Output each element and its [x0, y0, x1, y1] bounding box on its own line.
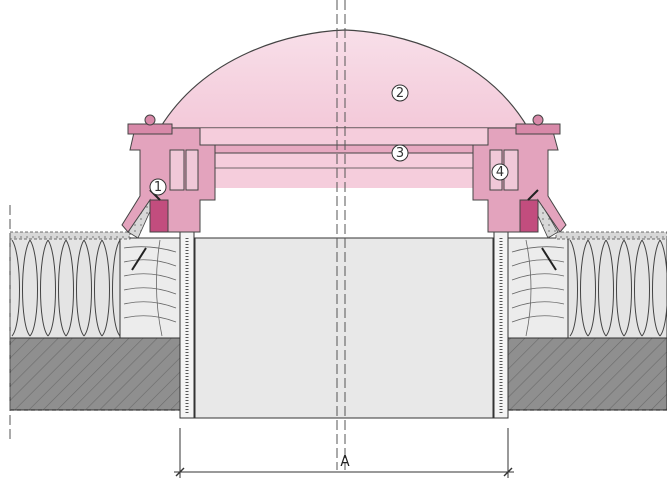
acrylic-dome	[158, 29, 530, 129]
left-frame-chamber-2	[169, 149, 185, 191]
left-concrete-slab	[9, 337, 181, 411]
right-fixing-screw	[532, 114, 544, 126]
left-insulation-waves	[11, 239, 121, 337]
dimension-label: A	[340, 452, 350, 470]
callout-1-circle	[149, 178, 167, 196]
callout-1: 1	[149, 178, 167, 196]
right-frame-chamber-1	[519, 199, 539, 233]
right-insulation-waves	[569, 239, 667, 337]
right-timber-grain	[511, 239, 565, 337]
right-clamp-cap	[515, 123, 561, 135]
callout-2-circle	[391, 84, 409, 102]
callout-2-label: 2	[396, 86, 404, 101]
dimension-a	[174, 428, 514, 478]
dim-tick-left	[175, 467, 185, 477]
left-roof-membrane	[9, 231, 131, 240]
left-insulation	[9, 237, 121, 339]
callout-4-label: 4	[496, 165, 504, 180]
callout-1-label: 1	[154, 180, 162, 195]
left-timber-grain	[123, 239, 177, 337]
right-roof-buildup	[494, 197, 667, 411]
left-fixing-screw	[144, 114, 156, 126]
right-frame	[472, 114, 567, 271]
right-anchor	[527, 189, 539, 201]
left-roof-buildup	[9, 197, 190, 411]
centerline	[336, 0, 346, 470]
left-frame-chamber-3	[185, 149, 199, 191]
light-shaft	[179, 231, 509, 419]
callout-3-label: 3	[396, 146, 404, 161]
left-timber-kerb	[119, 237, 181, 339]
left-frame	[121, 114, 216, 271]
callout-2: 2	[391, 84, 409, 102]
inner-glazing-band	[200, 128, 488, 188]
callout-3-circle	[391, 144, 409, 162]
right-concrete-slab	[494, 337, 667, 411]
shaft-lining	[194, 237, 494, 419]
left-anchor-screw	[131, 247, 147, 271]
callout-3: 3	[391, 144, 409, 162]
right-roof-membrane	[555, 231, 667, 240]
left-frame-chamber-1	[149, 199, 169, 233]
insulated-glazing	[199, 144, 489, 154]
dim-tick-right	[503, 467, 513, 477]
callout-4-circle	[491, 163, 509, 181]
callout-4: 4	[491, 163, 509, 181]
left-clamp-cap	[127, 123, 173, 135]
right-insulation	[567, 237, 667, 339]
right-anchor-screw	[541, 247, 557, 271]
